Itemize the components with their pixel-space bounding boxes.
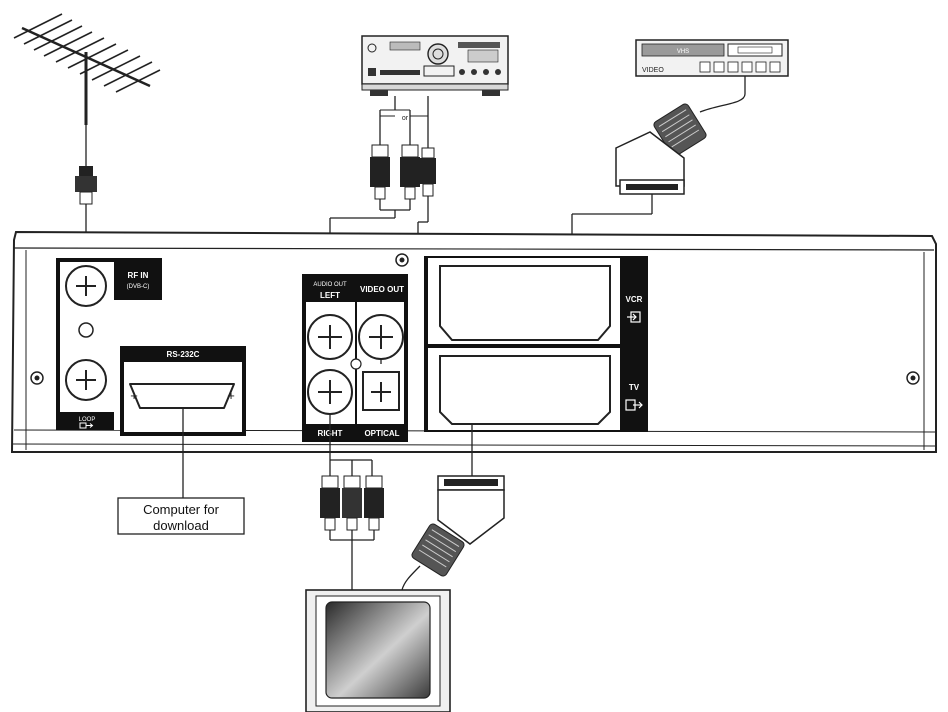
- television-icon: [305, 589, 451, 712]
- computer-label-line1: Computer for: [143, 502, 220, 517]
- computer-download-box: Computer for download: [117, 497, 245, 535]
- loop-label: LOOP: [79, 417, 96, 423]
- optical-plug-top: [420, 147, 436, 197]
- rf-in-label: RF IN: [128, 271, 149, 280]
- scart-connector-block: VCR TV: [424, 256, 648, 432]
- svg-text:+: +: [227, 388, 235, 403]
- coax-plug-icon: [75, 166, 97, 205]
- vcr-video-label: VIDEO: [642, 67, 664, 74]
- input-arrow-icon: [627, 311, 641, 323]
- optical-label: OPTICAL: [364, 429, 399, 438]
- video-out-label: VIDEO OUT: [360, 285, 404, 294]
- tv-port-label: TV: [629, 383, 640, 392]
- rf-in-sub-label: (DVB-C): [127, 284, 150, 290]
- svg-text:+: +: [130, 388, 138, 403]
- output-arrow-icon: [625, 399, 643, 411]
- audio-out-label: AUDIO OUT: [313, 282, 347, 288]
- vcr-port-label: VCR: [626, 295, 643, 304]
- rca-plug-pair-top: [370, 144, 420, 200]
- vhs-label: VHS: [677, 49, 689, 55]
- left-label: LEFT: [320, 291, 340, 300]
- amplifier-icon: [361, 35, 509, 96]
- scart-plug-bottom: [411, 475, 505, 577]
- computer-label-line2: download: [153, 518, 209, 533]
- output-arrow-icon: [79, 422, 94, 429]
- rs232c-label: RS-232C: [167, 350, 200, 359]
- av-connector-block: AUDIO OUT LEFT VIDEO OUT RIGHT OPTICAL: [302, 274, 408, 442]
- rca-plug-triple-bottom: [320, 475, 384, 531]
- antenna-icon: [13, 13, 161, 125]
- or-label: or: [402, 115, 409, 122]
- vcr-icon: VHS VIDEO: [635, 39, 789, 77]
- scart-plug-top: [615, 103, 707, 195]
